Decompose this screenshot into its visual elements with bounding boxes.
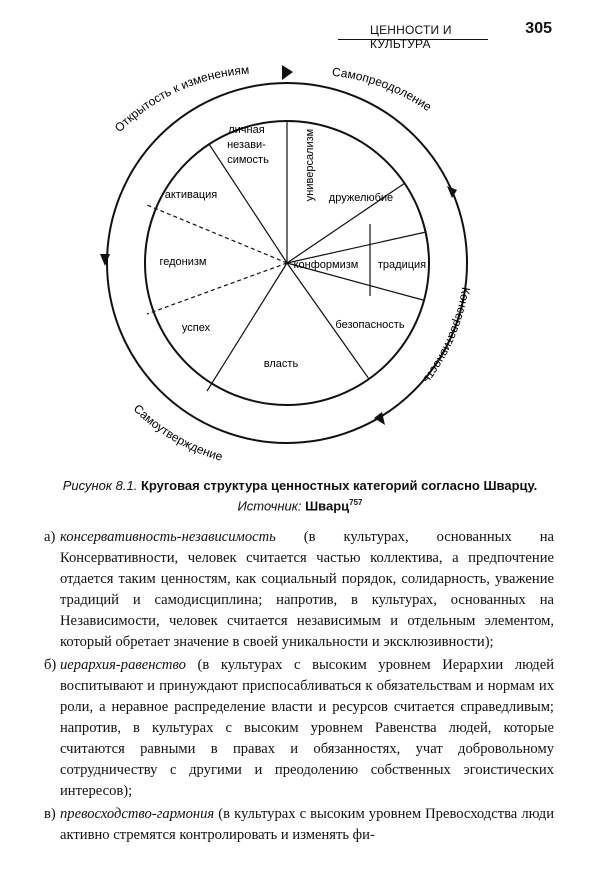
body-text: а) консервативность-независимость (в кул…	[44, 527, 554, 848]
caption-title-line: Рисунок 8.1. Круговая структура ценностн…	[20, 477, 580, 494]
list-term: консервативность-независимость	[60, 529, 276, 545]
ring-arrow-icon	[100, 254, 110, 266]
page-number: 305	[525, 20, 552, 37]
segment-label-hedonism: гедонизм	[159, 256, 206, 268]
list-item: б) иерархия-равенство (в культурах с выс…	[44, 655, 554, 802]
source-label: Источник:	[237, 498, 302, 514]
segment-label-friendliness: дружелюбие	[329, 192, 393, 204]
segment-label-activation: активация	[165, 189, 218, 201]
divider-line	[206, 262, 288, 392]
segment-label-universalism: универсализм	[304, 129, 316, 201]
ring-arrow-icon	[374, 412, 385, 425]
outer-label-conservatism: Консервативность	[420, 286, 473, 386]
list-text: (в культурах с высоким уровнем Превосход…	[60, 806, 554, 843]
list-text: (в культурах с высоким уровнем Иерархии …	[60, 657, 554, 799]
footnote-ref: 757	[349, 498, 363, 507]
outer-label-self-transcendence: Самопреодоление	[331, 65, 434, 114]
figure-label: Рисунок 8.1.	[62, 478, 138, 493]
list-text: (в культурах, основанных на Консервативн…	[60, 529, 554, 650]
divider-line	[286, 231, 427, 264]
figure-title: Круговая структура ценностных категорий …	[140, 478, 538, 493]
figure-caption: Рисунок 8.1. Круговая структура ценностн…	[20, 477, 580, 514]
ring-arrow-icon	[282, 65, 293, 80]
segment-label-power: власть	[264, 358, 299, 370]
source-name: Шварц	[305, 498, 350, 514]
list-marker: б)	[44, 657, 57, 673]
dashed-divider-line	[146, 262, 288, 315]
caption-source-line: Источник: Шварц757	[20, 494, 580, 514]
header-rule	[338, 39, 488, 40]
divider-line	[286, 182, 406, 264]
list-item: в) превосходство-гармония (в культурах с…	[44, 804, 554, 846]
chapter-title: ЦЕННОСТИ И КУЛЬТУРА	[370, 23, 452, 51]
running-header: ЦЕННОСТИ И КУЛЬТУРА 305	[338, 20, 570, 51]
list-marker: а)	[44, 529, 56, 545]
ring-arrow-icon	[447, 186, 457, 198]
list-term: превосходство-гармония	[60, 806, 215, 822]
segment-label-tradition: традиция	[378, 259, 426, 271]
divider-line	[208, 143, 288, 264]
divider-line	[286, 262, 370, 380]
list-item: а) консервативность-независимость (в кул…	[44, 527, 554, 653]
segment-label-conformism: конформизм	[294, 259, 359, 271]
list-marker: в)	[44, 806, 56, 822]
list-term: иерархия-равенство	[60, 657, 186, 673]
outer-label-self-enhancement: Самоутверждение	[131, 401, 225, 463]
schwartz-values-diagram: личная незави- симость универсализм акти…	[100, 63, 473, 464]
segment-label-success: успех	[182, 322, 211, 334]
outer-ring	[106, 82, 468, 444]
segment-label-personal-independence: личная незави- симость	[227, 124, 269, 166]
divider-line	[286, 262, 424, 301]
segment-label-security: безопасность	[335, 319, 404, 331]
dashed-divider-line	[146, 204, 288, 264]
